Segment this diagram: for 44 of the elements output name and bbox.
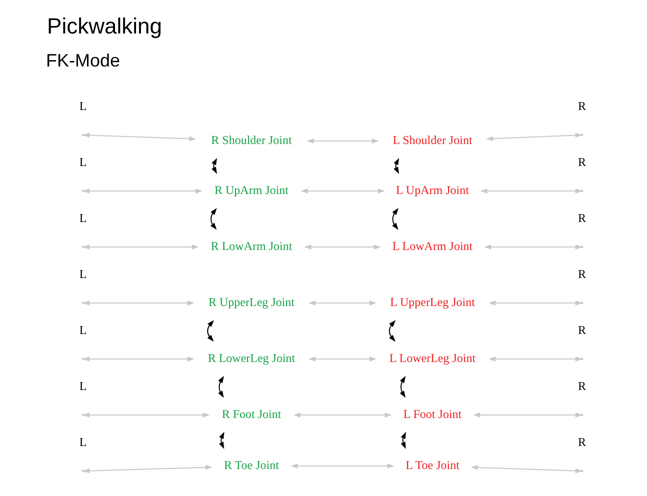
arrow xyxy=(300,188,385,194)
label: L xyxy=(79,435,87,450)
label: R xyxy=(578,211,586,226)
node-text: R Foot Joint xyxy=(222,407,282,422)
arrow xyxy=(388,320,396,342)
label: R xyxy=(578,379,586,394)
label: R xyxy=(578,267,586,282)
arrow xyxy=(400,376,406,398)
arrow xyxy=(293,412,392,418)
node-text: L Toe Joint xyxy=(406,458,460,472)
node-text: L Foot Joint xyxy=(403,407,462,422)
node-text: R Shoulder Joint xyxy=(211,133,292,148)
label: R xyxy=(578,435,586,450)
node-text: R LowerLeg Joint xyxy=(208,351,296,366)
node-text: R UpArm Joint xyxy=(214,183,289,198)
node-text: L Shoulder Joint xyxy=(392,133,472,148)
label: L xyxy=(79,267,87,282)
label: L xyxy=(79,99,87,114)
arrow xyxy=(308,356,376,362)
label: R xyxy=(578,323,586,338)
arrow xyxy=(400,432,406,450)
node-text: L UpArm Joint xyxy=(396,183,469,198)
label: R xyxy=(578,155,586,170)
arrow xyxy=(218,376,224,398)
node-text: L UpperLeg Joint xyxy=(390,295,475,310)
node-text: L LowerLeg Joint xyxy=(389,351,476,366)
arrow xyxy=(306,138,379,144)
node-text: R LowArm Joint xyxy=(210,239,292,254)
label: L xyxy=(79,379,87,394)
arrow xyxy=(304,244,381,250)
arrow xyxy=(308,300,376,306)
node-text: R Toe Joint xyxy=(224,458,279,472)
arrow xyxy=(207,320,214,342)
label: FK-Mode xyxy=(46,50,120,70)
label: L xyxy=(79,211,87,226)
arrow xyxy=(290,464,394,468)
arrow xyxy=(392,208,399,230)
diagram-title: Pickwalking xyxy=(47,14,162,39)
label: L xyxy=(79,323,87,338)
node-text: R UpperLeg Joint xyxy=(208,295,294,310)
label: L xyxy=(79,155,87,170)
label: R xyxy=(578,99,586,114)
node-text: L LowArm Joint xyxy=(392,239,473,254)
arrow xyxy=(210,208,217,230)
